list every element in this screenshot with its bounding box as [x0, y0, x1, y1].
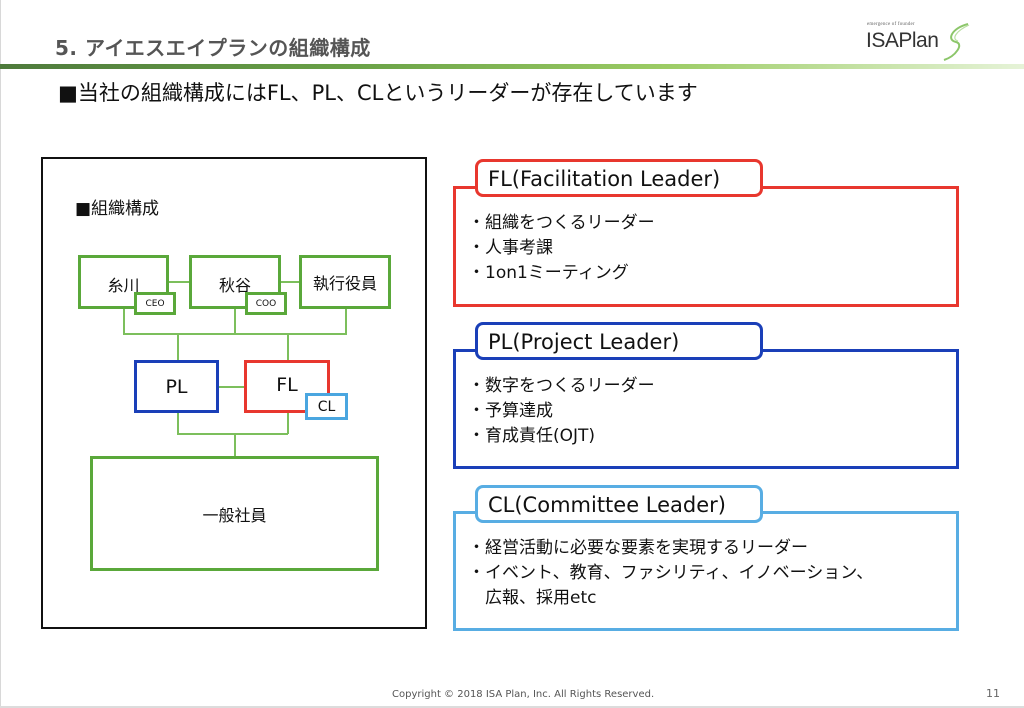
org-node-akitani-label: 秋谷 [218, 276, 251, 295]
logo-name: ISAPlan [866, 29, 939, 52]
list-item: ・予算達成 [468, 401, 553, 421]
logo-tagline: emergence of founder [867, 22, 915, 27]
connector-to-fl [287, 333, 289, 360]
connector-exec-down [345, 309, 347, 334]
list-item: ・経営活動に必要な要素を実現するリーダー [468, 538, 808, 558]
leader-card-fl-list: ・組織をつくるリーダー ・人事考課 ・1on1ミーティング [468, 211, 655, 286]
leader-card-pl-title: PL(Project Leader) [475, 322, 763, 360]
org-badge-ceo: CEO [134, 292, 176, 315]
org-node-itokawa: 糸川 [78, 255, 169, 309]
list-item: ・育成責任(OJT) [468, 426, 596, 446]
slide-subtitle: ■当社の組織構成にはFL、PL、CLというリーダーが存在しています [58, 81, 698, 105]
slide-bottom-border [0, 706, 1024, 708]
org-node-general-staff: 一般社員 [90, 456, 379, 571]
slide-title: 5. アイエスエイプランの組織構成 [55, 36, 371, 60]
org-node-executives: 執行役員 [299, 255, 391, 309]
leader-card-cl-list: ・経営活動に必要な要素を実現するリーダー ・イベント、教育、ファシリティ、イノベ… [468, 536, 873, 611]
leader-card-pl-list: ・数字をつくるリーダー ・予算達成 ・育成責任(OJT) [468, 374, 655, 449]
list-item: ・1on1ミーティング [468, 263, 629, 283]
connector-itokawa-down [123, 309, 125, 334]
org-node-executives-label: 執行役員 [312, 274, 377, 293]
leader-card-fl-title: FL(Facilitation Leader) [475, 159, 763, 197]
footer-copyright: Copyright © 2018 ISA Plan, Inc. All Righ… [392, 689, 655, 700]
leader-card-pl-body: ・数字をつくるリーダー ・予算達成 ・育成責任(OJT) [453, 349, 959, 469]
connector-pl-down [177, 413, 179, 434]
leader-card-fl-body: ・組織をつくるリーダー ・人事考課 ・1on1ミーティング [453, 186, 959, 307]
list-item: ・イベント、教育、ファシリティ、イノベーション、 [468, 563, 874, 583]
org-chart-heading: ■組織構成 [75, 199, 160, 219]
title-underline-bar [0, 64, 1024, 69]
org-badge-cl: CL [305, 393, 348, 420]
connector-itokawa-akitani [169, 281, 189, 283]
list-item: 広報、採用etc [485, 588, 597, 608]
connector-to-general [234, 433, 236, 456]
leader-card-fl: ・組織をつくるリーダー ・人事考課 ・1on1ミーティング FL(Facilit… [453, 159, 959, 307]
list-item: ・組織をつくるリーダー [468, 213, 655, 233]
org-badge-cl-label: CL [317, 398, 336, 415]
org-node-fl-label: FL [276, 374, 298, 396]
page-number: 11 [986, 687, 1000, 700]
connector-akitani-down [234, 309, 236, 334]
org-badge-ceo-label: CEO [145, 298, 165, 309]
leader-card-pl: ・数字をつくるリーダー ・予算達成 ・育成責任(OJT) PL(Project … [453, 322, 959, 469]
connector-fl-down [287, 413, 289, 434]
list-item: ・人事考課 [468, 238, 553, 258]
isaplan-logo: emergence of founder ISAPlan [862, 22, 972, 62]
slide-left-border [0, 0, 1, 708]
connector-akitani-exec [281, 281, 299, 283]
leader-card-cl-title: CL(Committee Leader) [475, 485, 763, 523]
org-node-itokawa-label: 糸川 [107, 276, 140, 295]
org-node-pl: PL [134, 360, 219, 413]
list-item: ・数字をつくるリーダー [468, 376, 655, 396]
connector-to-pl [177, 333, 179, 360]
connector-top-horizontal [123, 333, 347, 335]
org-badge-coo: COO [245, 292, 287, 315]
logo-swoosh-icon [943, 23, 970, 61]
connector-mid-horizontal [177, 433, 288, 435]
leader-card-cl-body: ・経営活動に必要な要素を実現するリーダー ・イベント、教育、ファシリティ、イノベ… [453, 511, 959, 631]
org-node-pl-label: PL [165, 375, 188, 398]
org-node-general-staff-label: 一般社員 [202, 505, 267, 525]
connector-pl-fl [219, 386, 244, 388]
leader-card-cl: ・経営活動に必要な要素を実現するリーダー ・イベント、教育、ファシリティ、イノベ… [453, 485, 959, 631]
org-badge-coo-label: COO [255, 298, 277, 309]
